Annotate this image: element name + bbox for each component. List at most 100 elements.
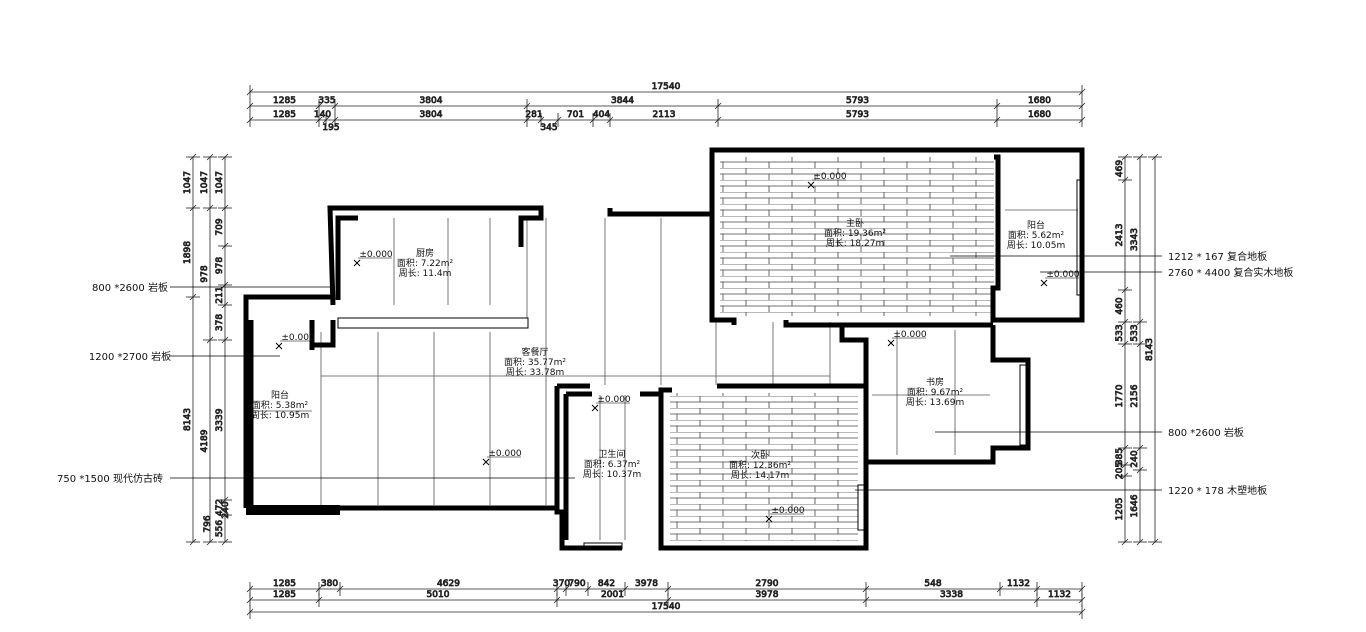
room-name: 主卧 (846, 217, 864, 229)
dim-bottom-row2-tick-slash (1078, 596, 1086, 604)
material-callouts: 800 *2600 岩板 1200 *2700 岩板 750 *1500 现代仿古砖… (57, 250, 1293, 497)
bedroom-window (857, 484, 867, 531)
dim-right-inner-label: 1205 (1115, 498, 1125, 521)
dim-left-extra: 240 (221, 501, 231, 518)
material-label: 1220 * 178 木塑地板 (1168, 484, 1267, 497)
dim-top-row2-label: 404 (593, 110, 610, 120)
dim-right-mid-tick-slash (1136, 538, 1144, 546)
dim-bottom-row1-label: 4629 (437, 579, 460, 589)
level-icon (1040, 279, 1048, 287)
material-callout-left: 750 *1500 现代仿古砖 (57, 472, 575, 485)
dim-right-mid-label: 240 (1130, 450, 1140, 467)
room-name: 书房 (926, 376, 944, 388)
dim-left-inner-tick-slash (221, 204, 229, 212)
room-area: 面积: 6.37m² (584, 458, 641, 470)
dim-left-inner-label: 978 (215, 257, 225, 274)
room-area: 面积: 5.38m² (252, 399, 309, 411)
dim-right-inner-tick-slash (1121, 538, 1129, 546)
second-bedroom-plank-floor (670, 393, 858, 541)
dim-left-inner-tick-slash (221, 538, 229, 546)
level-marker: ±0.000 (887, 330, 927, 347)
dim-bottom-row1-tick-slash (315, 585, 323, 593)
dim-top-row1-tick-slash (246, 102, 254, 110)
dim-right-inner-tick-slash (1121, 318, 1129, 326)
kitchen-counter (337, 317, 529, 329)
dim-top-row2-label: 5793 (846, 110, 869, 120)
dim-left-outer-label: 8143 (183, 408, 193, 431)
room-perimeter: 周长: 13.69m (906, 396, 964, 408)
dim-left-extra: 796 (203, 515, 213, 532)
dim-right-mid-label: 533 (1130, 324, 1140, 341)
dim-bottom-total-tick-slash (246, 608, 254, 616)
dim-top-row1-tick-slash (331, 102, 339, 110)
dim-top-row1-label: 3844 (611, 96, 634, 106)
dim-right-mid-tick-slash (1136, 466, 1144, 474)
level-value: ±0.000 (893, 330, 927, 340)
dim-top-row3-label: 345 (540, 123, 557, 133)
dim-right-inner-tick-slash (1121, 444, 1129, 452)
dim-left-inner-tick-slash (221, 496, 229, 504)
level-icon (275, 342, 283, 350)
dim-top-row1-label: 335 (318, 96, 335, 106)
dim-top-row1-tick-slash (315, 102, 323, 110)
room-name: 卫生间 (598, 448, 625, 460)
dim-top-row2-tick-slash (993, 116, 1001, 124)
dim-bottom-row1-label: 2790 (756, 579, 779, 589)
level-marker: ±0.000 (1040, 270, 1080, 287)
balcony-slab (246, 505, 340, 515)
level-icon (807, 181, 815, 189)
dim-bottom-row2-label: 1285 (273, 590, 296, 600)
room-perimeter: 周长: 10.37m (583, 468, 641, 480)
dim-top-row1-label: 5793 (846, 96, 869, 106)
dim-left-inner-label: 3339 (215, 408, 225, 431)
level-icon (591, 404, 599, 412)
level-marker: ±0.000 (353, 250, 393, 267)
dim-right-inner-tick-slash (1121, 461, 1129, 469)
dim-bottom-row1-tick-slash (1078, 585, 1086, 593)
dim-bottom-row1-label: 842 (598, 579, 615, 589)
level-icon (353, 259, 361, 267)
level-marker: ±0.000 (765, 506, 805, 523)
dim-top-row1-label: 3804 (420, 96, 443, 106)
room-perimeter: 周长: 10.95m (251, 409, 309, 421)
material-label: 750 *1500 现代仿古砖 (57, 472, 163, 485)
dim-left-mid-tick-slash (206, 153, 214, 161)
dim-right-inner-tick-slash (1121, 153, 1129, 161)
study-bay-window (1019, 364, 1029, 446)
material-callout-right: 800 *2600 岩板 (935, 426, 1244, 439)
dim-bottom-row2-tick-slash (553, 596, 561, 604)
dim-left-inner-tick-slash (221, 153, 229, 161)
room-perimeter: 周长: 18.27m (826, 237, 884, 249)
room-area: 面积: 35.77m² (504, 356, 566, 368)
dim-left-inner-label: 1047 (215, 171, 225, 194)
dim-bottom-row1-label: 370 (553, 579, 570, 589)
material-label: 1212 * 167 复合地板 (1168, 250, 1267, 263)
level-value: ±0.000 (813, 172, 847, 182)
level-icon (765, 515, 773, 523)
material-label: 1200 *2700 岩板 (89, 350, 171, 363)
material-callout-left: 1200 *2700 岩板 (89, 350, 280, 363)
dim-bottom-row2-label: 3338 (940, 590, 963, 600)
dim-left-mid-tick-slash (206, 336, 214, 344)
room-area: 面积: 12.36m² (729, 459, 791, 471)
dim-top-row2-tick-slash (554, 116, 562, 124)
dim-bottom-row1-label: 380 (321, 579, 338, 589)
master-bedroom-plank-floor (720, 157, 994, 316)
dim-bottom-row1-tick-slash (621, 585, 629, 593)
floor-finishes (251, 157, 1078, 541)
tile-lines (251, 209, 1078, 540)
dim-top-row2-label: 140 (314, 110, 331, 120)
dim-left-outer-tick-slash (189, 293, 197, 301)
material-callout-right: 2760 * 4400 复合实木地板 (1040, 266, 1293, 279)
room-name: 厨房 (416, 247, 434, 259)
material-label: 800 *2600 岩板 (92, 281, 168, 294)
dim-top-total-tick-slash (246, 88, 254, 96)
dim-bottom-total-tick-slash (1078, 608, 1086, 616)
room-name: 客餐厅 (521, 346, 548, 358)
dim-right-mid-label: 1646 (1130, 494, 1140, 517)
